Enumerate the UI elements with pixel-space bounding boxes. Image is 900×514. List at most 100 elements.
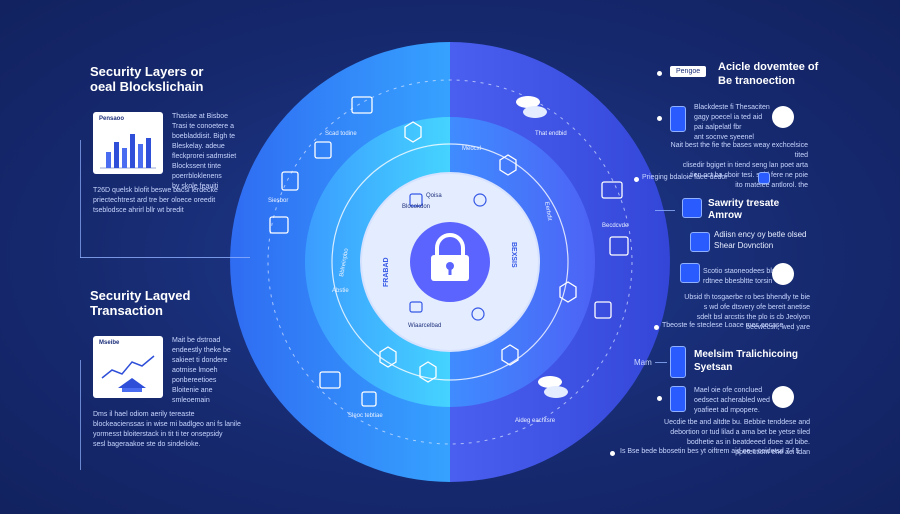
left-card-1-text-line: fleckprorei sadmstiet [172, 153, 237, 160]
storage-icon [269, 216, 289, 234]
label-inner-top-sub: Blocokdon [402, 204, 430, 210]
label-outer-top-right: That endbid [535, 131, 567, 137]
left-connector-vertical-2 [80, 360, 81, 470]
left-paragraph-2: Dms il hael odiom aerily tereaste blocke… [93, 410, 273, 450]
left-paragraph-1-line: T26D quelsk blofit beswe bacsi lerdecke [93, 187, 218, 194]
right-item-4: Scotio staoneodees blsec rdtnee bbesbltt… [703, 267, 783, 287]
left-card-1-text-line: poerrbloklenens [172, 173, 222, 180]
left-card-2-text: Mait be dstroad endeestly theke be sakie… [172, 336, 252, 406]
right-paragraph-3-line: Uecdie tbe and altdte bu. Bebbie tenddes… [664, 419, 810, 426]
right-item-4-line: Scotio staoneodees blsec [703, 268, 783, 275]
left-card-1-text: Thasiae at Bisboe Trasi te conoetere a b… [172, 112, 252, 192]
right-paragraph-3: Uecdie tbe and altdte bu. Bebbie tenddes… [660, 418, 810, 458]
window-icon [409, 301, 423, 313]
right-paragraph-2-line: Ubsid th tosgaerbe ro bes bhendly te bie [684, 294, 810, 301]
right-small-line-1: Prieging bdaloie faee dedor [642, 174, 728, 181]
hex-icon-right [499, 154, 517, 176]
right-item-5-line: Mael oie ofe conclued [694, 387, 763, 394]
right-item-2-line-2: Amrow [708, 210, 742, 221]
hex-icon-mid-right [559, 281, 577, 303]
screen-icon [601, 181, 623, 199]
left-card-2-text-line: sakieet ti dondere [172, 357, 228, 364]
left-title-1-line-2: oeal Blockslichain [90, 79, 204, 94]
right-paragraph-1-line: clisedir bgiget in tiend seng lan poet a… [682, 162, 808, 169]
right-item-2: Sawrity tresate Amrow [708, 198, 779, 222]
left-card-1-text-line: Blockssent tinte [172, 163, 222, 170]
right-small-line-2: Tbeoste fe steclese Loace mes eecase [662, 322, 784, 329]
label-outer-bottom-right: Aideg eachtsre [515, 418, 556, 424]
phone-icon-2 [670, 346, 686, 378]
left-paragraph-1: T26D quelsk blofit beswe bacsi lerdecke … [93, 186, 263, 216]
document-badge-icon [772, 386, 794, 408]
right-title-2-line-2: Syetsan [694, 362, 733, 373]
right-paragraph-2-line: sdelt bsl arcstis the plo is cb Jeolyon [696, 314, 810, 321]
right-connector-line-1 [655, 210, 675, 211]
right-item-5-text: Mael oie ofe conclued oedsect acherabled… [694, 386, 784, 416]
right-item-1-line: Blackdeste fi Thesaciten [694, 104, 770, 111]
left-connector-vertical-1 [80, 140, 81, 258]
user-badge-icon [772, 106, 794, 128]
padlock-icon [431, 233, 469, 281]
small-square-icon [758, 172, 770, 184]
left-card-2-text-line: Bloitenie ane [172, 387, 213, 394]
building-icon [319, 371, 341, 389]
right-item-5-line: yoafieet ad mpopere. [694, 407, 760, 414]
label-inner-bottom: Wiaarcelbad [408, 323, 441, 329]
left-chart-card-2: Mseibe [93, 336, 163, 398]
hex-icon-bottom-right [501, 344, 519, 366]
label-inner-right-vertical: BEXSIS [510, 242, 517, 268]
left-title-2-line-1: Security Laqved [90, 288, 191, 303]
right-title-1-line-1: Acicle dovemtee of [718, 61, 819, 73]
label-outer-mid-left: Siesbor [268, 198, 288, 204]
right-bullet-dot [610, 451, 615, 456]
label-middle-bottom-left: Abstie [332, 288, 349, 294]
right-tab-label: Pengoe [670, 66, 707, 77]
right-title-1: Acicle dovemtee of Be tranoection [718, 60, 818, 88]
right-paragraph-3-line: bodhetie as in beatdeeed doee ad bibe. [687, 439, 810, 446]
right-item-1-text: Blackdeste fi Thesaciten gagy poecel ia … [694, 103, 794, 143]
right-side-label: Mam [634, 358, 652, 367]
label-middle-top: Meocxl [462, 146, 481, 152]
right-paragraph-3-line: ppetectiom ene aei tdan [735, 449, 810, 456]
left-paragraph-2-line: Dms il hael odiom aerily tereaste [93, 411, 195, 418]
left-card-1-text-line: Trasi te conoetere a [172, 123, 234, 130]
left-paragraph-2-line: yormesst bloiterstack in tit ti ter onse… [93, 431, 223, 438]
left-card-1-text-line: Thasiae at Bisboe [172, 113, 229, 120]
right-paragraph-2: Ubsid th tosgaerbe ro bes bhendly te bie… [660, 293, 810, 333]
card-icon [690, 232, 710, 252]
right-bullet-dot [634, 177, 639, 182]
left-card-2-text-line: aotmise lmoeh [172, 367, 218, 374]
phone-icon-3 [670, 386, 686, 412]
label-inner-right-side: Eerbdit [543, 201, 552, 221]
coins-stack-icon-bottom [538, 376, 568, 398]
right-paragraph-1: Nait best the fie the bases weay exchcel… [658, 141, 808, 191]
left-chart-card-1: Pensaoo [93, 112, 163, 174]
line-chart-icon [101, 355, 155, 392]
left-paragraph-1-line: priectechtrest ard tre ber oloece oreedi… [93, 197, 216, 204]
label-inner-top: Qoisa [426, 193, 442, 199]
left-title-1: Security Layers or oeal Blockslichain [90, 64, 203, 94]
settings-icon [473, 193, 487, 207]
grid-icon [361, 391, 377, 407]
right-bullet-dot [657, 116, 662, 121]
right-item-4-line: rdtnee bbesbltte torsin [703, 278, 773, 285]
left-card-2-text-line: Mait be dstroad [172, 337, 221, 344]
label-inner-left-side: Bblreinpbo [339, 247, 350, 277]
tablet-icon [680, 263, 700, 283]
label-outer-bottom-left: Sleoc tebtiae [348, 413, 383, 419]
right-connector-line-2 [655, 362, 667, 363]
right-title-1-line-2: Be tranoection [718, 75, 796, 87]
right-footnote: Is Bse bede bbosetin bes yt oiftrem aid … [620, 448, 800, 455]
shield-badge-icon [772, 263, 794, 285]
right-title-2: Meelsim Tralichicoing Syetsan [694, 348, 798, 374]
right-paragraph-1-line: ito mateiee antlorol. the [735, 182, 808, 189]
house-icon [351, 96, 373, 114]
left-paragraph-2-line: sesl bageraakoe ste do sindelioke. [93, 441, 201, 448]
label-outer-top-left: Scad todine [325, 131, 357, 137]
label-outer-mid-right: Becdcvde [602, 223, 629, 229]
right-paragraph-3-line: debortion or tud lilad a ama bet be yets… [670, 429, 810, 436]
security-layers-diagram: Scad todine That endbid Siesbor Becdcvde… [230, 42, 670, 482]
document-icon [281, 171, 299, 191]
left-paragraph-2-line: blockeacienssas in wise mi badlgeo ani f… [93, 421, 241, 428]
left-card-2-text-line: endeestly theke be [172, 347, 231, 354]
